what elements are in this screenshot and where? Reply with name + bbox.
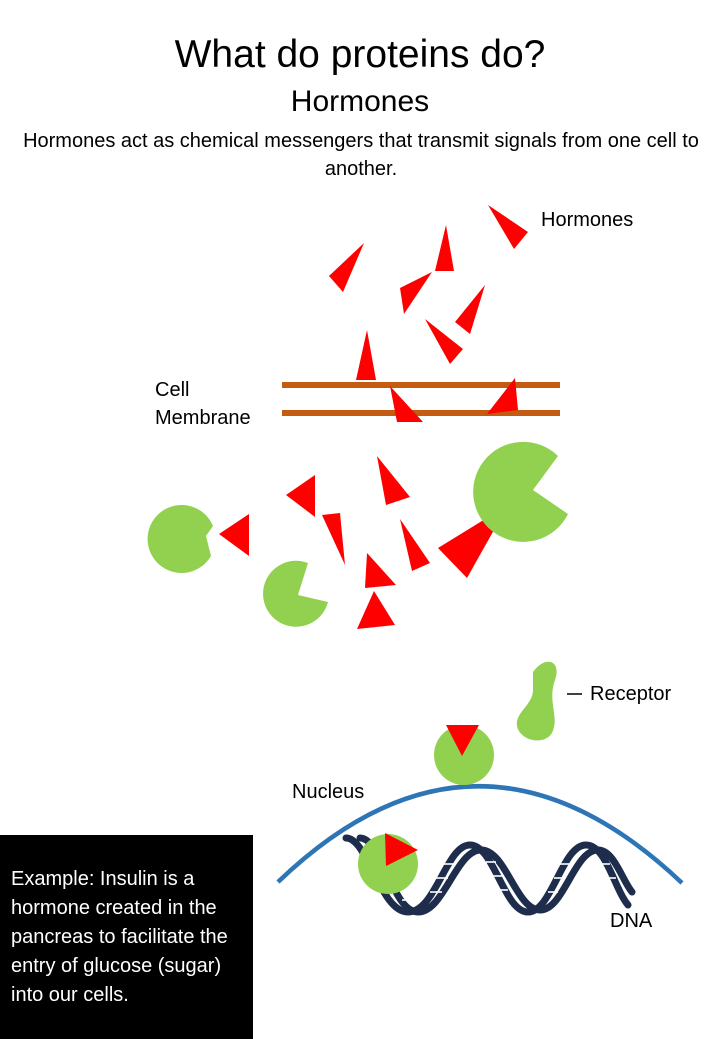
hormone-triangle — [286, 475, 315, 517]
label-cell-membrane: Cell Membrane — [155, 379, 251, 429]
hormone-triangle — [329, 243, 364, 292]
nucleus-membrane — [276, 784, 684, 885]
receptors — [147, 441, 568, 627]
hormone-triangle — [400, 519, 430, 571]
cell-membrane — [282, 382, 560, 416]
hormone-triangle — [322, 513, 345, 565]
label-receptor: Receptor — [590, 683, 672, 705]
hormones-extracellular — [329, 205, 528, 422]
hormones-intracellular — [219, 456, 508, 629]
label-hormones: Hormones — [541, 209, 634, 231]
hormone-triangle — [377, 456, 410, 505]
hormone-triangle — [219, 514, 249, 556]
bound-receptor-dna — [358, 833, 418, 894]
label-dna: DNA — [610, 910, 653, 932]
intro-text: Hormones act as chemical messengers that… — [23, 130, 699, 180]
example-text: Example: Insulin is a hormone created in… — [11, 868, 228, 1006]
receptor-shape — [147, 504, 213, 573]
page-subtitle: Hormones — [290, 85, 430, 118]
hormone-triangle — [455, 285, 485, 334]
hormone-triangle — [357, 591, 395, 629]
hormone-triangle — [487, 378, 518, 414]
example-box: Example: Insulin is a hormone created in… — [0, 835, 253, 1039]
page-title: What do proteins do? — [174, 33, 546, 76]
hormone-triangle — [400, 272, 432, 314]
label-nucleus: Nucleus — [292, 781, 365, 803]
receptor-bean — [516, 661, 557, 741]
hormone-triangle — [425, 319, 463, 364]
receptor-shape — [473, 441, 568, 542]
hormone-triangle — [435, 225, 454, 271]
hormone-triangle — [356, 330, 376, 380]
hormone-triangle — [488, 205, 528, 249]
hormone-triangle — [390, 386, 423, 422]
bound-receptor-nucleus — [434, 725, 494, 785]
hormone-triangle — [365, 553, 396, 588]
receptor-shape — [263, 560, 328, 627]
